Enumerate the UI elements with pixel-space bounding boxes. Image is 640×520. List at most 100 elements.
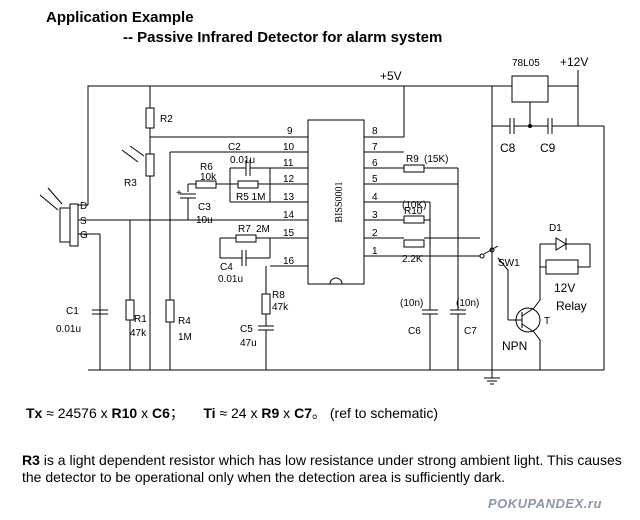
ic-label: BISS0001	[334, 181, 345, 222]
resistor-r9	[403, 164, 425, 173]
regulator-label: 78L05	[512, 58, 540, 69]
tx-c6: C6	[152, 405, 170, 421]
tx-times: x	[137, 405, 152, 421]
r4-value: 1M	[178, 332, 192, 343]
timing-formula: Tx ≈ 24576 x R10 x C6； Ti ≈ 24 x R9 x C7…	[26, 403, 438, 423]
c7-label: C7	[464, 326, 477, 337]
c1-value: 0.01u	[56, 324, 81, 335]
pin-9: 9	[287, 126, 293, 137]
r7-label: R7	[238, 224, 251, 235]
r3-label: R3	[124, 178, 137, 189]
c3-value: 10u	[196, 215, 213, 226]
r10-value: (10K)	[402, 200, 426, 211]
c4-label: C4	[220, 262, 233, 273]
ti-r9: R9	[261, 405, 280, 421]
diagram-title: Application Example	[46, 9, 194, 26]
pin-8: 8	[372, 126, 378, 137]
pin-3: 3	[372, 210, 378, 221]
pin-5: 5	[372, 174, 378, 185]
sw1-label: SW1	[498, 258, 520, 269]
resistor-r4	[165, 299, 175, 323]
c3-label: C3	[198, 202, 211, 213]
resistor-r3	[145, 153, 155, 177]
c5-label: C5	[240, 324, 253, 335]
ti-symbol: Ti	[203, 405, 216, 421]
pin-16: 16	[283, 256, 295, 267]
note-text: is a light dependent resistor which has …	[22, 452, 622, 485]
r9-value: (15K)	[424, 154, 448, 165]
r7-value: 2M	[256, 224, 270, 235]
transistor-t-label: T	[544, 316, 550, 327]
r1-label: R1	[134, 314, 147, 325]
pin-10: 10	[283, 142, 295, 153]
note-r3: R3	[22, 452, 40, 468]
pin-2: 2	[372, 228, 378, 239]
pin-6: 6	[372, 158, 378, 169]
supply-12v-label: +12V	[560, 55, 588, 69]
npn-transistor	[497, 257, 541, 370]
pin-14: 14	[283, 210, 295, 221]
r6-value: 10k	[200, 172, 217, 183]
r2-label: R2	[160, 114, 173, 125]
c2-label: C2	[228, 142, 241, 153]
relay-label: Relay	[556, 299, 587, 313]
ic-notch	[329, 277, 343, 285]
regulator	[511, 75, 549, 103]
r8-label: R8	[272, 290, 285, 301]
pin-4: 4	[372, 192, 378, 203]
tx-expression: ≈ 24576 x	[42, 405, 112, 421]
r6-label: R6	[200, 162, 213, 173]
npn-label: NPN	[502, 339, 527, 353]
capacitor-c4	[220, 250, 270, 266]
resistor-r7	[235, 234, 257, 243]
capacitor-c7	[450, 309, 466, 370]
pin-1: 1	[372, 246, 378, 257]
capacitor-c5	[258, 325, 274, 370]
c3-plus: +	[176, 188, 182, 199]
c1-label: C1	[66, 306, 79, 317]
r9-label: R9	[406, 154, 419, 165]
capacitor-c3	[180, 184, 196, 220]
ground-symbol	[484, 370, 500, 385]
ti-times: x	[279, 405, 295, 421]
c9-label: C9	[540, 141, 556, 155]
pin-12: 12	[283, 174, 295, 185]
ic-right-pins	[364, 136, 404, 257]
r10-label: R10	[404, 206, 423, 217]
r4-label: R4	[178, 316, 191, 327]
capacitor-c1	[92, 309, 108, 315]
supply-12v-wire	[548, 70, 579, 87]
resistor-r8	[261, 293, 271, 315]
relay-voltage: 12V	[554, 281, 575, 295]
pir-sensor	[39, 187, 100, 247]
light-arrows-r3	[121, 145, 145, 163]
r3-note: R3 is a light dependent resistor which h…	[22, 452, 622, 486]
c5-value: 47u	[240, 338, 257, 349]
resistor-r10	[403, 215, 425, 224]
r1-value: 47k	[130, 328, 147, 339]
diagram-subtitle: -- Passive Infrared Detector for alarm s…	[123, 29, 443, 46]
pir-pin-d: D	[80, 201, 87, 212]
supply-rail-5v	[87, 85, 512, 370]
schematic: BISS0001 9 10 11 12 13 14 15 16 8 7 6 5	[39, 55, 605, 385]
c6-label: C6	[408, 326, 421, 337]
pin-7: 7	[372, 142, 378, 153]
pir-pin-g: G	[80, 230, 88, 241]
r8-value: 47k	[272, 302, 289, 313]
pin-15: 15	[283, 228, 295, 239]
capacitor-c8-c9	[492, 86, 605, 370]
tx-end: ；	[169, 405, 184, 421]
resistor-r1	[125, 299, 135, 321]
ti-end: 。 (ref to schematic)	[311, 405, 439, 421]
resistor-r2	[145, 107, 155, 129]
r-2k2-label: 2.2K	[402, 254, 423, 265]
tx-r10: R10	[111, 405, 138, 421]
tx-symbol: Tx	[26, 405, 43, 421]
d1-label: D1	[549, 223, 562, 234]
relay-coil	[545, 259, 579, 275]
ti-expression: ≈ 24 x	[215, 405, 262, 421]
capacitor-c2	[230, 160, 270, 176]
supply-5v-label: +5V	[380, 69, 402, 83]
pin-13: 13	[283, 192, 295, 203]
pir-pin-s: S	[80, 216, 87, 227]
